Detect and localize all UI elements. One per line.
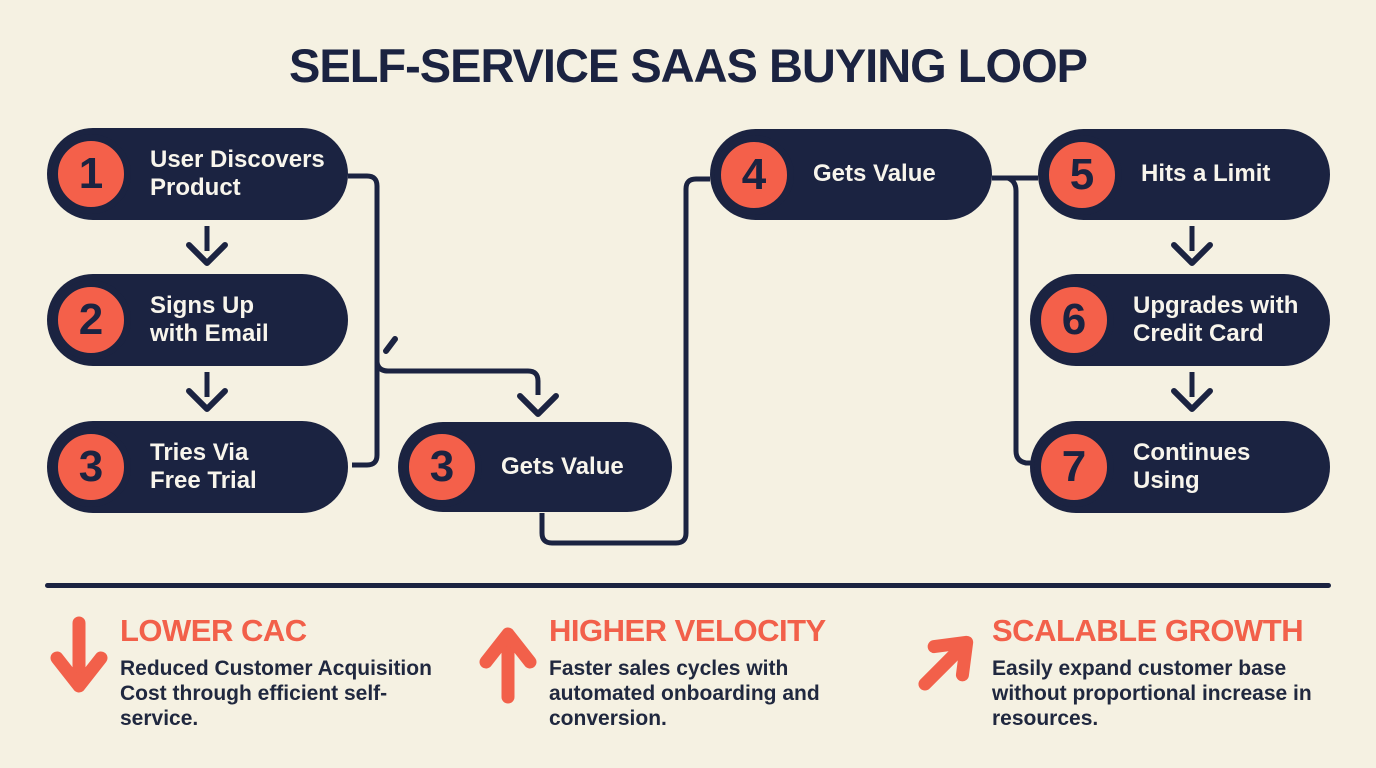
arrow-up-right-icon bbox=[918, 635, 974, 691]
flow-node-7-continues-using: 7 Continues Using bbox=[1030, 421, 1330, 513]
step-label: User Discovers Product bbox=[150, 145, 325, 201]
connector-line bbox=[374, 361, 541, 395]
step-number-badge: 2 bbox=[51, 280, 131, 360]
arrow-up-icon bbox=[479, 627, 537, 704]
step-number-badge: 5 bbox=[1042, 134, 1122, 215]
connector-line bbox=[1006, 175, 1034, 466]
section-divider bbox=[45, 583, 1331, 588]
flow-node-1-user-discovers-product: 1 User Discovers Product bbox=[47, 128, 348, 220]
benefit-title: LOWER CAC bbox=[120, 613, 307, 648]
step-label: Upgrades with Credit Card bbox=[1133, 291, 1299, 347]
benefit-description: Easily expand customer base without prop… bbox=[992, 657, 1312, 731]
step-label: Hits a Limit bbox=[1141, 160, 1271, 188]
flow-node-3-tries-via-free-trial: 3 Tries Via Free Trial bbox=[47, 421, 348, 513]
step-number-badge: 3 bbox=[51, 427, 131, 507]
arrow-down-icon bbox=[50, 616, 108, 693]
page-title: SELF-SERVICE SAAS BUYING LOOP bbox=[289, 39, 1088, 92]
flow-node-6-upgrades-with-credit-card: 6 Upgrades with Credit Card bbox=[1030, 274, 1330, 366]
tick-mark bbox=[383, 336, 398, 354]
arrow-head-icon bbox=[1171, 242, 1213, 266]
connector-line bbox=[348, 173, 380, 468]
benefit-title: HIGHER VELOCITY bbox=[549, 613, 826, 648]
benefit-higher-velocity: HIGHER VELOCITY Faster sales cycles with… bbox=[477, 613, 826, 732]
benefit-scalable-growth: SCALABLE GROWTH Easily expand customer b… bbox=[916, 613, 1317, 732]
arrow-head-icon bbox=[1171, 388, 1213, 412]
benefit-description: Reduced Customer Acquisition Cost throug… bbox=[120, 657, 432, 731]
step-label: Gets Value bbox=[813, 160, 936, 188]
flow-node-2-signs-up-with-email: 2 Signs Up with Email bbox=[47, 274, 348, 366]
step-label: Signs Up with Email bbox=[150, 291, 269, 347]
benefit-lower-cac: LOWER CAC Reduced Customer Acquisition C… bbox=[48, 613, 450, 732]
arrow-head-icon bbox=[186, 388, 228, 412]
step-number-badge: 1 bbox=[51, 134, 131, 214]
step-label: Gets Value bbox=[501, 452, 624, 480]
benefit-description: Faster sales cycles with automated onboa… bbox=[549, 657, 820, 731]
step-number-badge: 3 bbox=[402, 427, 482, 507]
step-label: Continues Using bbox=[1133, 438, 1251, 494]
flow-node-3-gets-value: 3 Gets Value bbox=[398, 422, 672, 512]
step-number-badge: 4 bbox=[714, 134, 794, 215]
flow-node-4-gets-value: 4 Gets Value bbox=[710, 129, 992, 220]
step-number-badge: 6 bbox=[1034, 280, 1114, 360]
benefit-title: SCALABLE GROWTH bbox=[992, 613, 1304, 648]
connector-line bbox=[539, 176, 710, 546]
flow-node-5-hits-a-limit: 5 Hits a Limit bbox=[1038, 129, 1330, 220]
arrow-head-icon bbox=[517, 393, 559, 417]
step-number-badge: 7 bbox=[1034, 427, 1114, 507]
step-label: Tries Via Free Trial bbox=[150, 438, 257, 494]
arrow-head-icon bbox=[186, 242, 228, 266]
